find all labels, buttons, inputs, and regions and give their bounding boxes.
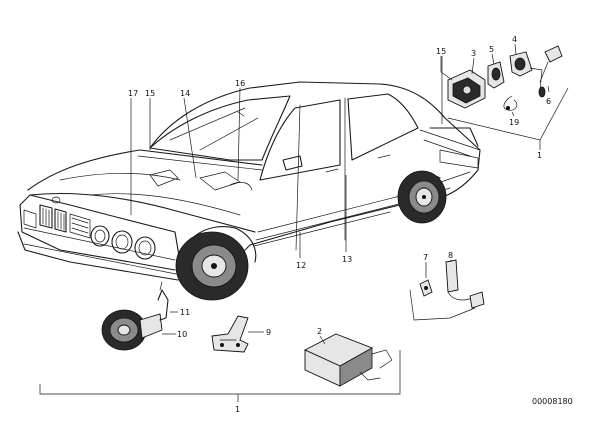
callout-9: 9	[266, 328, 271, 337]
callout-12: 12	[296, 261, 306, 270]
callout-3: 3	[471, 49, 476, 58]
callout-5: 5	[489, 45, 494, 54]
callout-1-bottom: 1	[235, 405, 240, 414]
callout-10: 10	[177, 330, 187, 339]
sensor-group	[409, 259, 485, 321]
callout-17: 17	[128, 89, 138, 98]
callout-15: 15	[145, 89, 155, 98]
car-leaders	[130, 56, 443, 258]
bracket-group	[211, 315, 264, 353]
callout-6: 6	[546, 97, 551, 106]
callout-15-lock: 15	[436, 47, 446, 56]
car-illustration	[17, 81, 481, 301]
control-unit-group	[303, 333, 393, 387]
callout-2: 2	[317, 327, 322, 336]
callout-7: 7	[423, 253, 428, 262]
lock-parts-group	[440, 43, 569, 150]
callout-8: 8	[448, 251, 453, 260]
callout-4: 4	[512, 35, 517, 44]
callout-11: 11	[180, 308, 190, 317]
callout-16: 16	[235, 79, 245, 88]
bottom-bracket	[39, 350, 401, 402]
callout-19: 19	[509, 118, 519, 127]
reference-code: 00008180	[532, 397, 573, 406]
callout-13: 13	[342, 255, 352, 264]
callout-14: 14	[180, 89, 190, 98]
callout-1-top: 1	[537, 151, 542, 160]
horn-group	[101, 281, 178, 351]
